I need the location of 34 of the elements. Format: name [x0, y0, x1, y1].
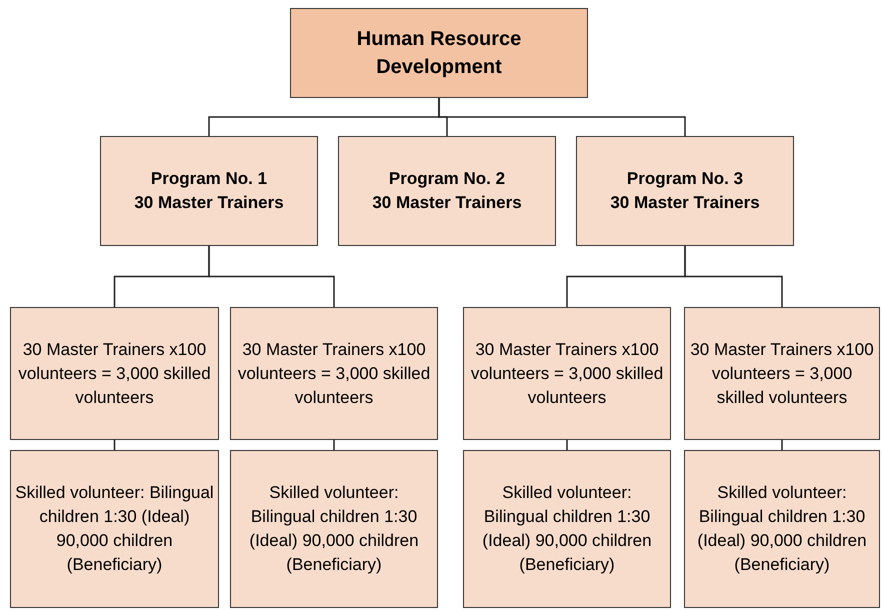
org-box: [463, 450, 671, 608]
node-text: 30 Master Trainers x100 volunteers = 3,000 skilled volunteers: [17, 338, 212, 408]
org-box: [230, 450, 438, 608]
node-text: Human Resource Development: [356, 27, 522, 80]
connector-line: [566, 440, 568, 450]
node-text: 30 Master Trainers: [134, 192, 284, 214]
node-text: 30 Master Trainers: [372, 192, 522, 214]
node-text: Skilled volunteer: Bilingual children 1:30 (Ideal) 90,000 children (Beneficiary): [15, 482, 214, 576]
org-box: [684, 450, 880, 608]
node-text: 30 Master Trainers x100 volunteers = 3,000 skilled volunteers: [236, 338, 432, 408]
node-text: Program No. 1: [150, 168, 268, 190]
connector-line: [684, 246, 783, 307]
node-text: Program No. 2: [388, 168, 506, 190]
program-box: [576, 136, 794, 246]
node-text: Skilled volunteer: Bilingual children 1:30 (Ideal) 90,000 children (Beneficiary): [481, 482, 653, 576]
org-box: [10, 307, 219, 440]
node-text: 30 Master Trainers x100 volunteers = 3,000 skilled volunteers: [689, 338, 875, 408]
node-text: 30 Master Trainers x100 volunteers = 3,000 skilled volunteers: [470, 338, 664, 408]
root-box: [290, 8, 588, 98]
node-text: Skilled volunteer: Bilingual children 1:30 (Ideal) 90,000 children (Beneficiary): [248, 482, 420, 576]
connector-line: [208, 246, 335, 307]
program-box: [100, 136, 318, 246]
program-box: [338, 136, 556, 246]
connector-line: [438, 98, 686, 136]
connector-line: [114, 440, 116, 450]
node-text: Skilled volunteer: Bilingual children 1:30 (Ideal) 90,000 children (Beneficiary): [696, 482, 868, 576]
org-box: [10, 450, 219, 608]
connector-line: [333, 440, 335, 450]
connector-line: [781, 440, 783, 450]
node-text: 30 Master Trainers: [610, 192, 760, 214]
org-box: [230, 307, 438, 440]
org-box: [684, 307, 880, 440]
node-text: Program No. 3: [626, 168, 744, 190]
org-box: [463, 307, 671, 440]
